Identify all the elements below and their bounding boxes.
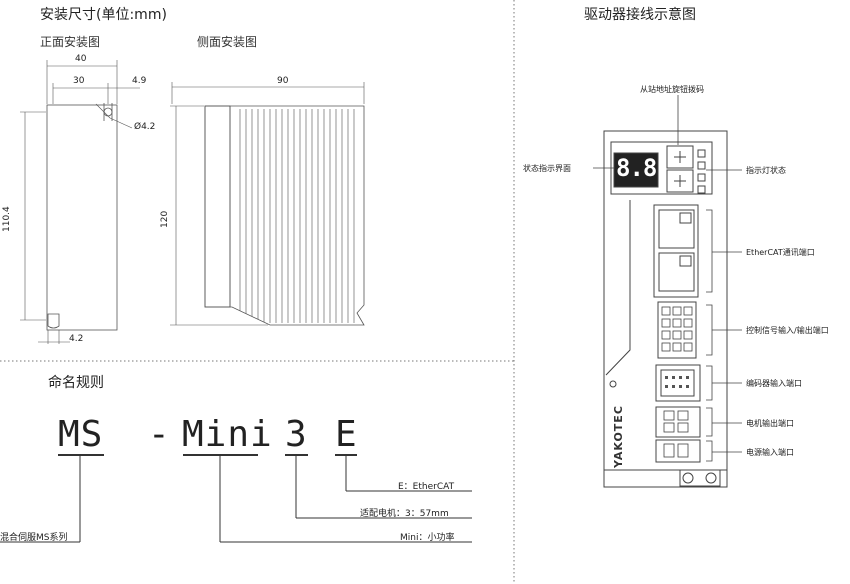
dim-depth-90: 90 bbox=[277, 76, 289, 86]
naming-title: 命名规则 bbox=[48, 375, 104, 391]
control-port-pin bbox=[661, 342, 671, 352]
control-port-pin bbox=[683, 342, 693, 352]
control-port-pin bbox=[672, 342, 682, 352]
label-power-port: 电源输入端口 bbox=[746, 448, 794, 457]
power-port-pin bbox=[677, 443, 689, 458]
encoder-port-pin bbox=[679, 385, 682, 388]
label-dial-switch: 从站地址旋钮拨码 bbox=[640, 85, 704, 94]
motor-port-pin bbox=[677, 422, 689, 433]
power-port-pin bbox=[663, 443, 675, 458]
naming-label-mini: Mini：小功率 bbox=[400, 533, 455, 543]
wiring-diagram-title: 驱动器接线示意图 bbox=[584, 7, 696, 23]
label-ethercat-port: EtherCAT通讯端口 bbox=[746, 248, 815, 257]
side-view bbox=[170, 82, 365, 326]
motor-port-pin bbox=[663, 410, 675, 421]
control-port-pin bbox=[672, 306, 682, 316]
encoder-port-pin bbox=[672, 376, 675, 379]
naming-leaders bbox=[0, 454, 472, 543]
encoder-port-pin bbox=[679, 376, 682, 379]
naming-label-ethercat: E：EtherCAT bbox=[398, 482, 455, 492]
naming-part-mini: Mini bbox=[182, 414, 273, 455]
seven-segment-display: 8.8. bbox=[616, 154, 671, 182]
dim-width-40: 40 bbox=[75, 54, 87, 64]
label-control-port: 控制信号输入/输出端口 bbox=[746, 326, 829, 335]
dim-height-110-4: 110.4 bbox=[2, 206, 12, 232]
label-status-display: 状态指示界面 bbox=[523, 164, 571, 173]
control-port-pin bbox=[683, 330, 693, 340]
label-indicator-lights: 指示灯状态 bbox=[746, 166, 786, 175]
motor-port-pin bbox=[677, 410, 689, 421]
naming-part-dash: - bbox=[148, 414, 171, 455]
control-port-pin bbox=[661, 306, 671, 316]
encoder-port-pin bbox=[672, 385, 675, 388]
control-port-pin bbox=[683, 306, 693, 316]
dim-edge-4-9: 4.9 bbox=[132, 76, 147, 86]
motor-port-pin bbox=[663, 422, 675, 433]
label-motor-port: 电机输出端口 bbox=[746, 419, 794, 428]
naming-part-ms: MS bbox=[58, 414, 104, 455]
drive-leaders bbox=[593, 95, 742, 462]
dim-height-120: 120 bbox=[160, 210, 170, 228]
encoder-port-pin bbox=[665, 376, 668, 379]
naming-label-ms-series: 混合伺服MS系列 bbox=[0, 533, 68, 543]
label-encoder-port: 编码器输入端口 bbox=[746, 379, 802, 388]
naming-label-motor: 适配电机：3：57mm bbox=[360, 509, 449, 519]
front-view bbox=[20, 60, 140, 344]
control-port-pin bbox=[672, 330, 682, 340]
encoder-port-pin bbox=[686, 385, 689, 388]
dim-hole-30: 30 bbox=[73, 76, 85, 86]
install-dimensions-title: 安装尺寸(单位:mm) bbox=[40, 7, 167, 23]
drive-schematic bbox=[603, 130, 728, 488]
control-port-pin bbox=[661, 318, 671, 328]
naming-part-3: 3 bbox=[285, 414, 308, 455]
dim-hole-diameter: Ø4.2 bbox=[134, 122, 156, 132]
control-port-pin bbox=[672, 318, 682, 328]
dim-bottom-4-2: 4.2 bbox=[69, 334, 84, 344]
front-view-title: 正面安装图 bbox=[40, 35, 101, 49]
control-port-pin bbox=[683, 318, 693, 328]
brand-logo: YAKOTEC bbox=[612, 405, 625, 468]
side-view-title: 侧面安装图 bbox=[197, 35, 258, 49]
control-port-pin bbox=[661, 330, 671, 340]
naming-part-e: E bbox=[335, 414, 358, 455]
encoder-port-pin bbox=[686, 376, 689, 379]
encoder-port-pin bbox=[665, 385, 668, 388]
